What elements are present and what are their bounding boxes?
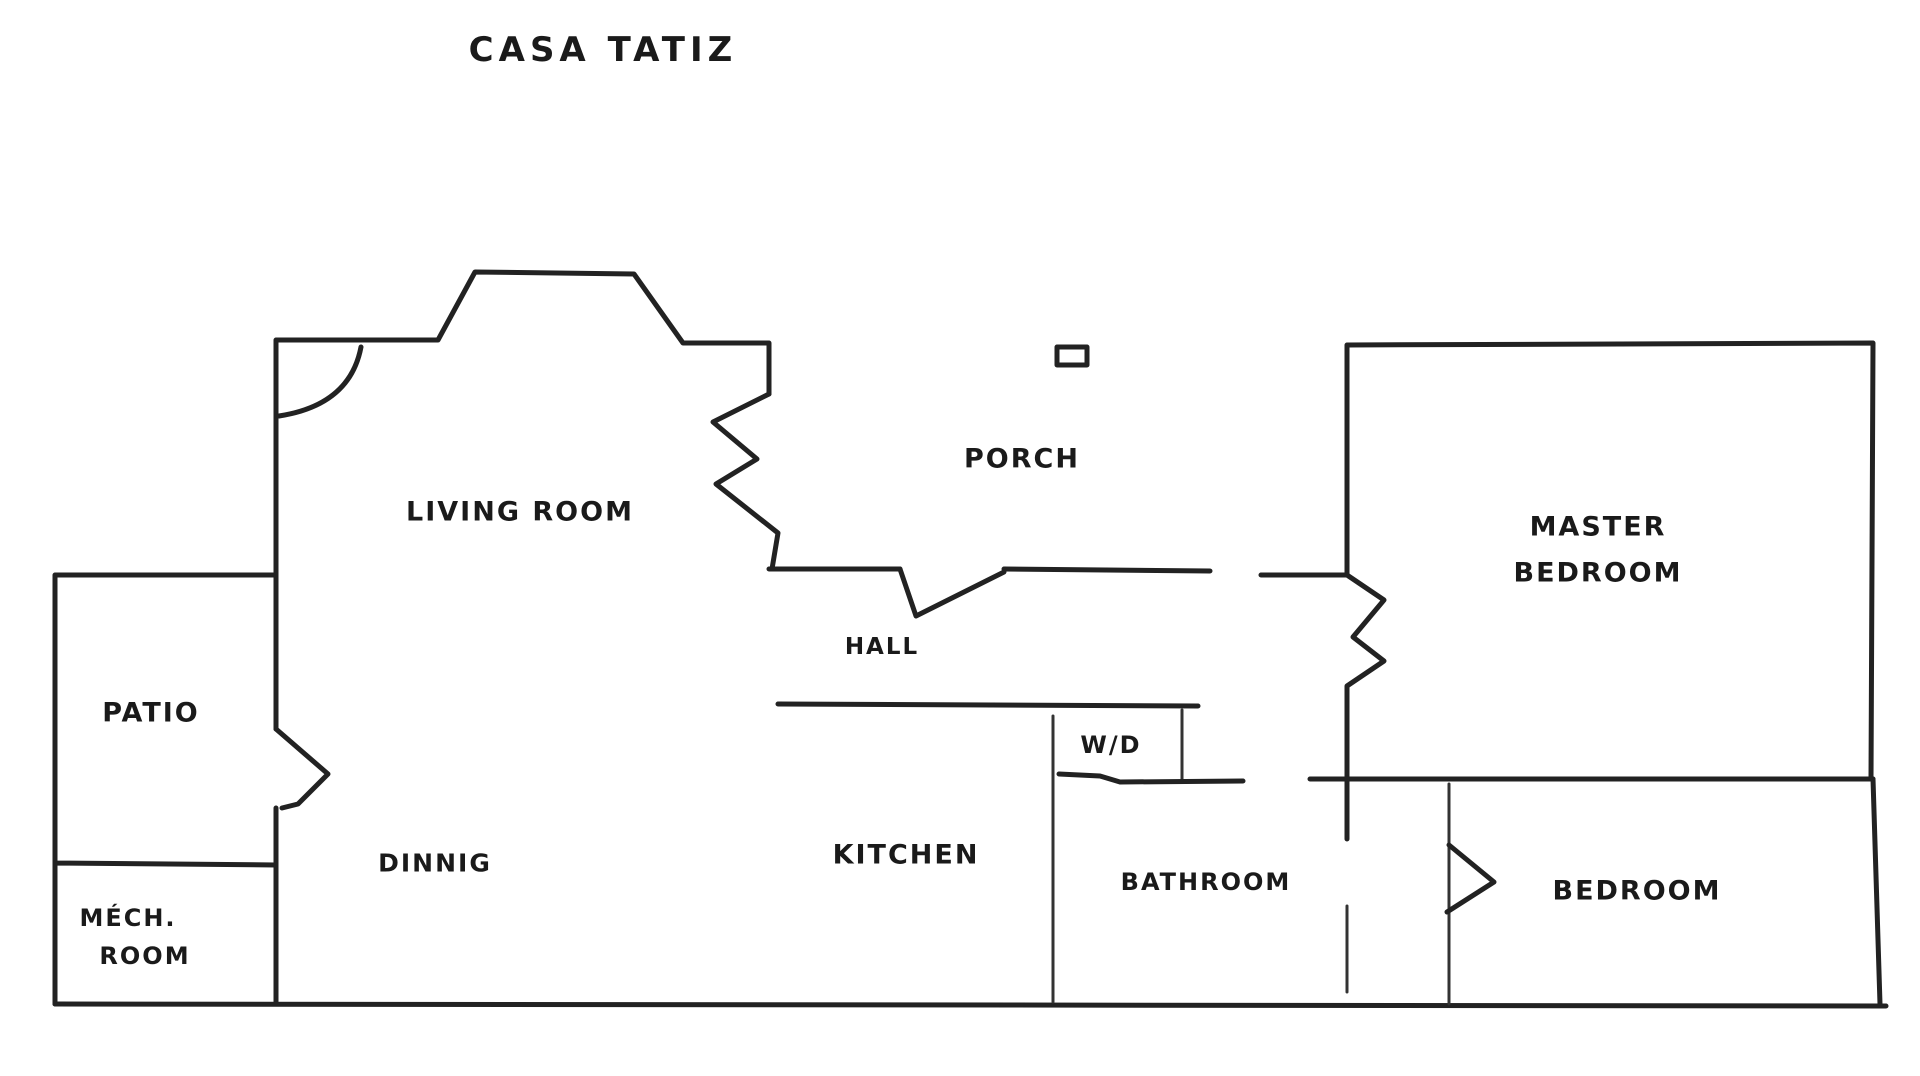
- wall-living-room: [273, 269, 772, 1007]
- label-porch: PORCH: [964, 443, 1080, 475]
- porch-folding-door: [710, 391, 781, 572]
- bedroom-door-swing: [1444, 842, 1497, 915]
- wall-bottom: [52, 1001, 1889, 1009]
- hall-door-swing: [897, 566, 1007, 619]
- wall-wd-bottom: [1056, 771, 1246, 785]
- wall-patio: [52, 572, 279, 1007]
- wall-hall-bottom: [775, 701, 1201, 709]
- label-dining: DINNIG: [378, 848, 492, 878]
- label-mech-room-2: ROOM: [99, 942, 191, 970]
- label-kitchen: KITCHEN: [832, 839, 980, 871]
- master-folding-door: [1344, 572, 1387, 842]
- plan-title: CASA TATIZ: [468, 30, 738, 70]
- label-living-room: LIVING ROOM: [406, 496, 634, 528]
- wall-master-bedroom: [1307, 340, 1876, 782]
- label-mech-room-1: MÉCH.: [79, 904, 177, 932]
- wall-right-lower: [1870, 776, 1883, 1007]
- label-hall: HALL: [844, 634, 920, 660]
- patio-door: [273, 726, 331, 811]
- porch-fixture: [1054, 344, 1090, 368]
- wall-hall-top: [766, 566, 1350, 578]
- label-patio: PATIO: [102, 697, 200, 729]
- label-bedroom: BEDROOM: [1552, 875, 1722, 907]
- label-wd: W/D: [1080, 731, 1142, 759]
- label-master-bedroom-1: MASTER: [1529, 511, 1667, 543]
- label-bathroom: BATHROOM: [1120, 868, 1292, 896]
- living-room-door-arc: [276, 344, 364, 419]
- label-master-bedroom-2: BEDROOM: [1513, 557, 1683, 589]
